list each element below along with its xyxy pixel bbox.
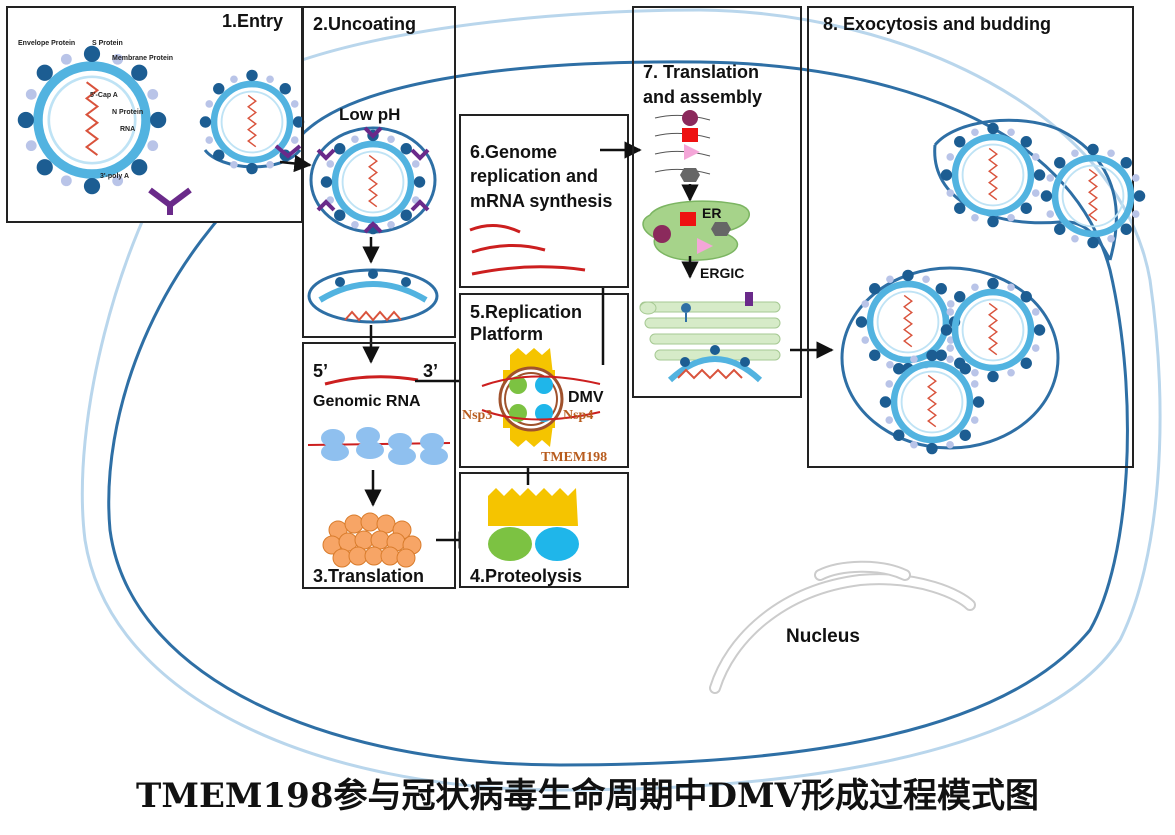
genomic-rna-label: Genomic RNA [313,393,421,410]
receptor-icon [148,187,192,215]
step5-title-line2: Platform [470,324,543,344]
five-prime-label: 5’ [313,361,328,381]
step-genome-replication: 6.Genome replication and mRNA synthesis [459,114,629,288]
attaching-virion [200,70,305,175]
step-replication-platform: 5.Replication Platform DMV Nsp3 Nsp4 TME… [459,293,629,468]
low-ph-label: Low pH [339,105,400,124]
step-exocytosis-title: 8. Exocytosis and budding [823,14,1051,34]
step-translation-title: 3.Translation [313,566,424,586]
figure-caption: TMEM198参与冠状病毒生命周期中DMV形成过程模式图 [136,776,1039,816]
step-proteolysis-title: 4.Proteolysis [470,566,582,586]
step-translation-assembly: 7. Translation and assembly ER ERGIC [632,6,802,398]
dmv-label: DMV [568,389,604,406]
polyprotein-cluster [322,512,422,568]
cap-label: 5'-Cap A [90,92,118,99]
step-entry-title: 1.Entry [222,11,283,31]
three-prime-label: 3’ [423,361,438,381]
step6-title-line2: replication and [470,166,598,186]
nsp3-label: Nsp3 [462,408,492,423]
step6-title-line1: 6.Genome [470,142,557,162]
step5-title-line1: 5.Replication [470,302,582,322]
nucleus-label: Nucleus [786,626,860,647]
step7-title-line1: 7. Translation [643,62,759,82]
tmem198-label: TMEM198 [541,450,607,465]
envelope-protein-label: Envelope Protein [18,40,75,47]
cell-membrane-outer [80,8,1162,792]
er-label: ER [702,205,721,221]
rna-label: RNA [120,126,135,133]
step7-title-line2: and assembly [643,87,762,107]
step-uncoating-title: 2.Uncoating [313,14,416,34]
s-protein-label: S Protein [92,40,123,47]
nsp4-label: Nsp4 [563,408,593,423]
step-proteolysis: 4.Proteolysis [459,472,629,588]
membrane-protein-label: Membrane Protein [112,55,173,62]
n-protein-label: N Protein [112,109,143,116]
step6-title-line3: mRNA synthesis [470,191,612,211]
step-exocytosis: 8. Exocytosis and budding [807,6,1145,468]
ergic-label: ERGIC [700,265,744,281]
polya-label: 3'-poly A [100,173,129,180]
step-uncoating: 2.Uncoating Low pH [302,6,456,364]
nucleus: Nucleus [709,560,976,694]
step-translation: 5’ 3’ Genomic RNA 3.Translation [302,342,456,589]
cell-membrane-inner [107,60,1129,767]
step-entry: 1.Entry Envelope Protein S Protein Membr… [6,6,303,223]
